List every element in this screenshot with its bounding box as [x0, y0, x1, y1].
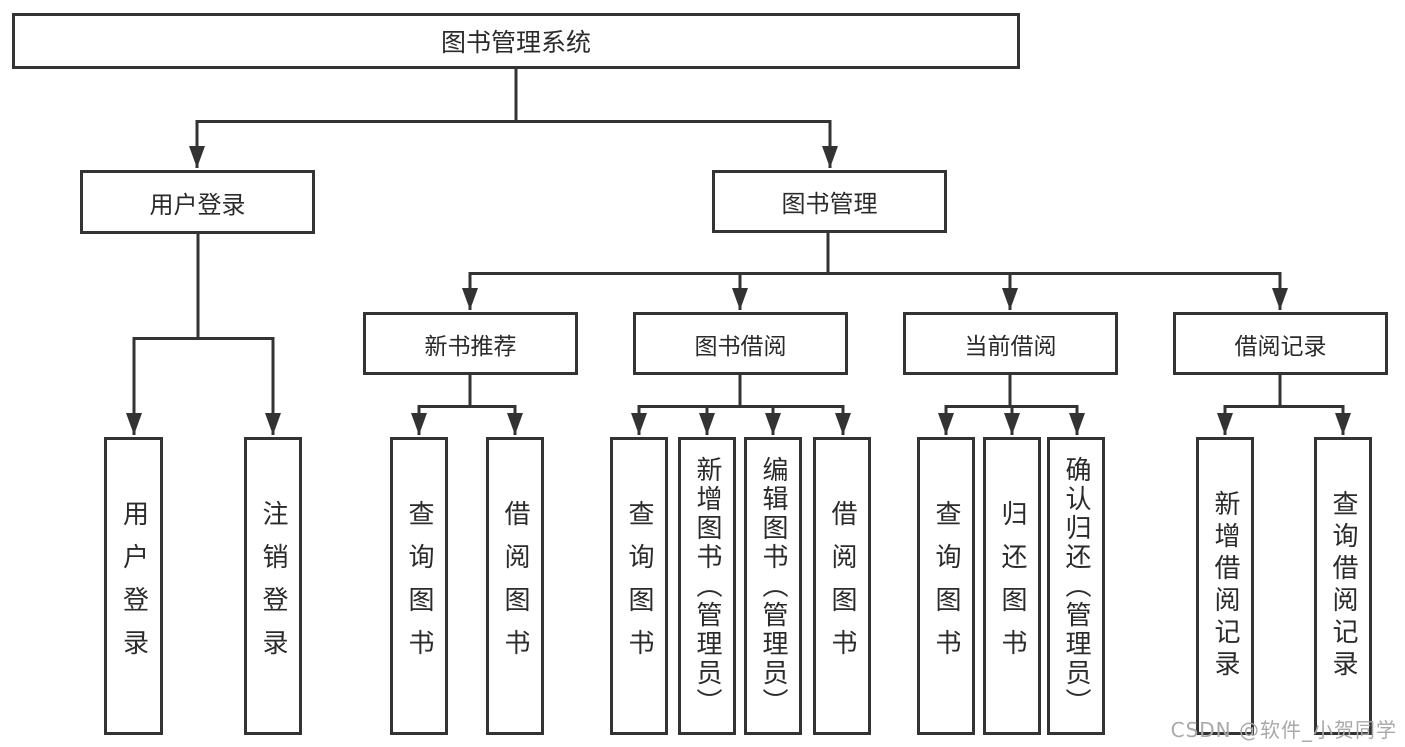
node-book-borrowing: 图书借阅	[633, 312, 848, 375]
node-user-login: 用户登录	[80, 170, 315, 234]
leaf-add-book-admin: 新增图书（管理员）	[678, 437, 736, 735]
node-library-system: 图书管理系统	[12, 13, 1020, 69]
leaf-label: 借阅图书	[500, 500, 530, 672]
leaf-label: 确认归还（管理员）	[1061, 455, 1091, 717]
leaf-logout: 注销登录	[244, 437, 302, 735]
node-current-borrowing: 当前借阅	[903, 312, 1118, 375]
leaf-borrow-books-recommend: 借阅图书	[486, 437, 544, 735]
leaf-label: 借阅图书	[827, 500, 857, 672]
leaf-query-books-recommend: 查询图书	[390, 437, 448, 735]
leaf-query-borrow-record: 查询借阅记录	[1314, 437, 1372, 735]
leaf-label: 注销登录	[258, 500, 288, 672]
leaf-return-books: 归还图书	[983, 437, 1041, 735]
leaf-label: 新增图书（管理员）	[692, 455, 722, 717]
leaf-query-books-borrowing: 查询图书	[610, 437, 668, 735]
node-new-book-recommend: 新书推荐	[363, 312, 578, 375]
leaf-label: 查询图书	[404, 500, 434, 672]
leaf-query-books-current: 查询图书	[917, 437, 975, 735]
node-borrow-records: 借阅记录	[1173, 312, 1388, 375]
leaf-label: 查询借阅记录	[1328, 490, 1358, 682]
leaf-add-borrow-record: 新增借阅记录	[1196, 437, 1254, 735]
leaf-label: 查询图书	[931, 500, 961, 672]
node-book-management: 图书管理	[712, 170, 947, 233]
leaf-label: 归还图书	[997, 500, 1027, 672]
leaf-label: 新增借阅记录	[1210, 490, 1240, 682]
watermark-text: CSDN @软件_小贺同学	[1170, 718, 1397, 742]
leaf-edit-book-admin: 编辑图书（管理员）	[744, 437, 802, 735]
leaf-label: 用户登录	[118, 500, 149, 672]
leaf-confirm-return-admin: 确认归还（管理员）	[1047, 437, 1105, 735]
leaf-user-login: 用户登录	[104, 437, 163, 735]
leaf-label: 查询图书	[624, 500, 654, 672]
leaf-borrow-books-borrowing: 借阅图书	[813, 437, 871, 735]
leaf-label: 编辑图书（管理员）	[758, 455, 788, 717]
